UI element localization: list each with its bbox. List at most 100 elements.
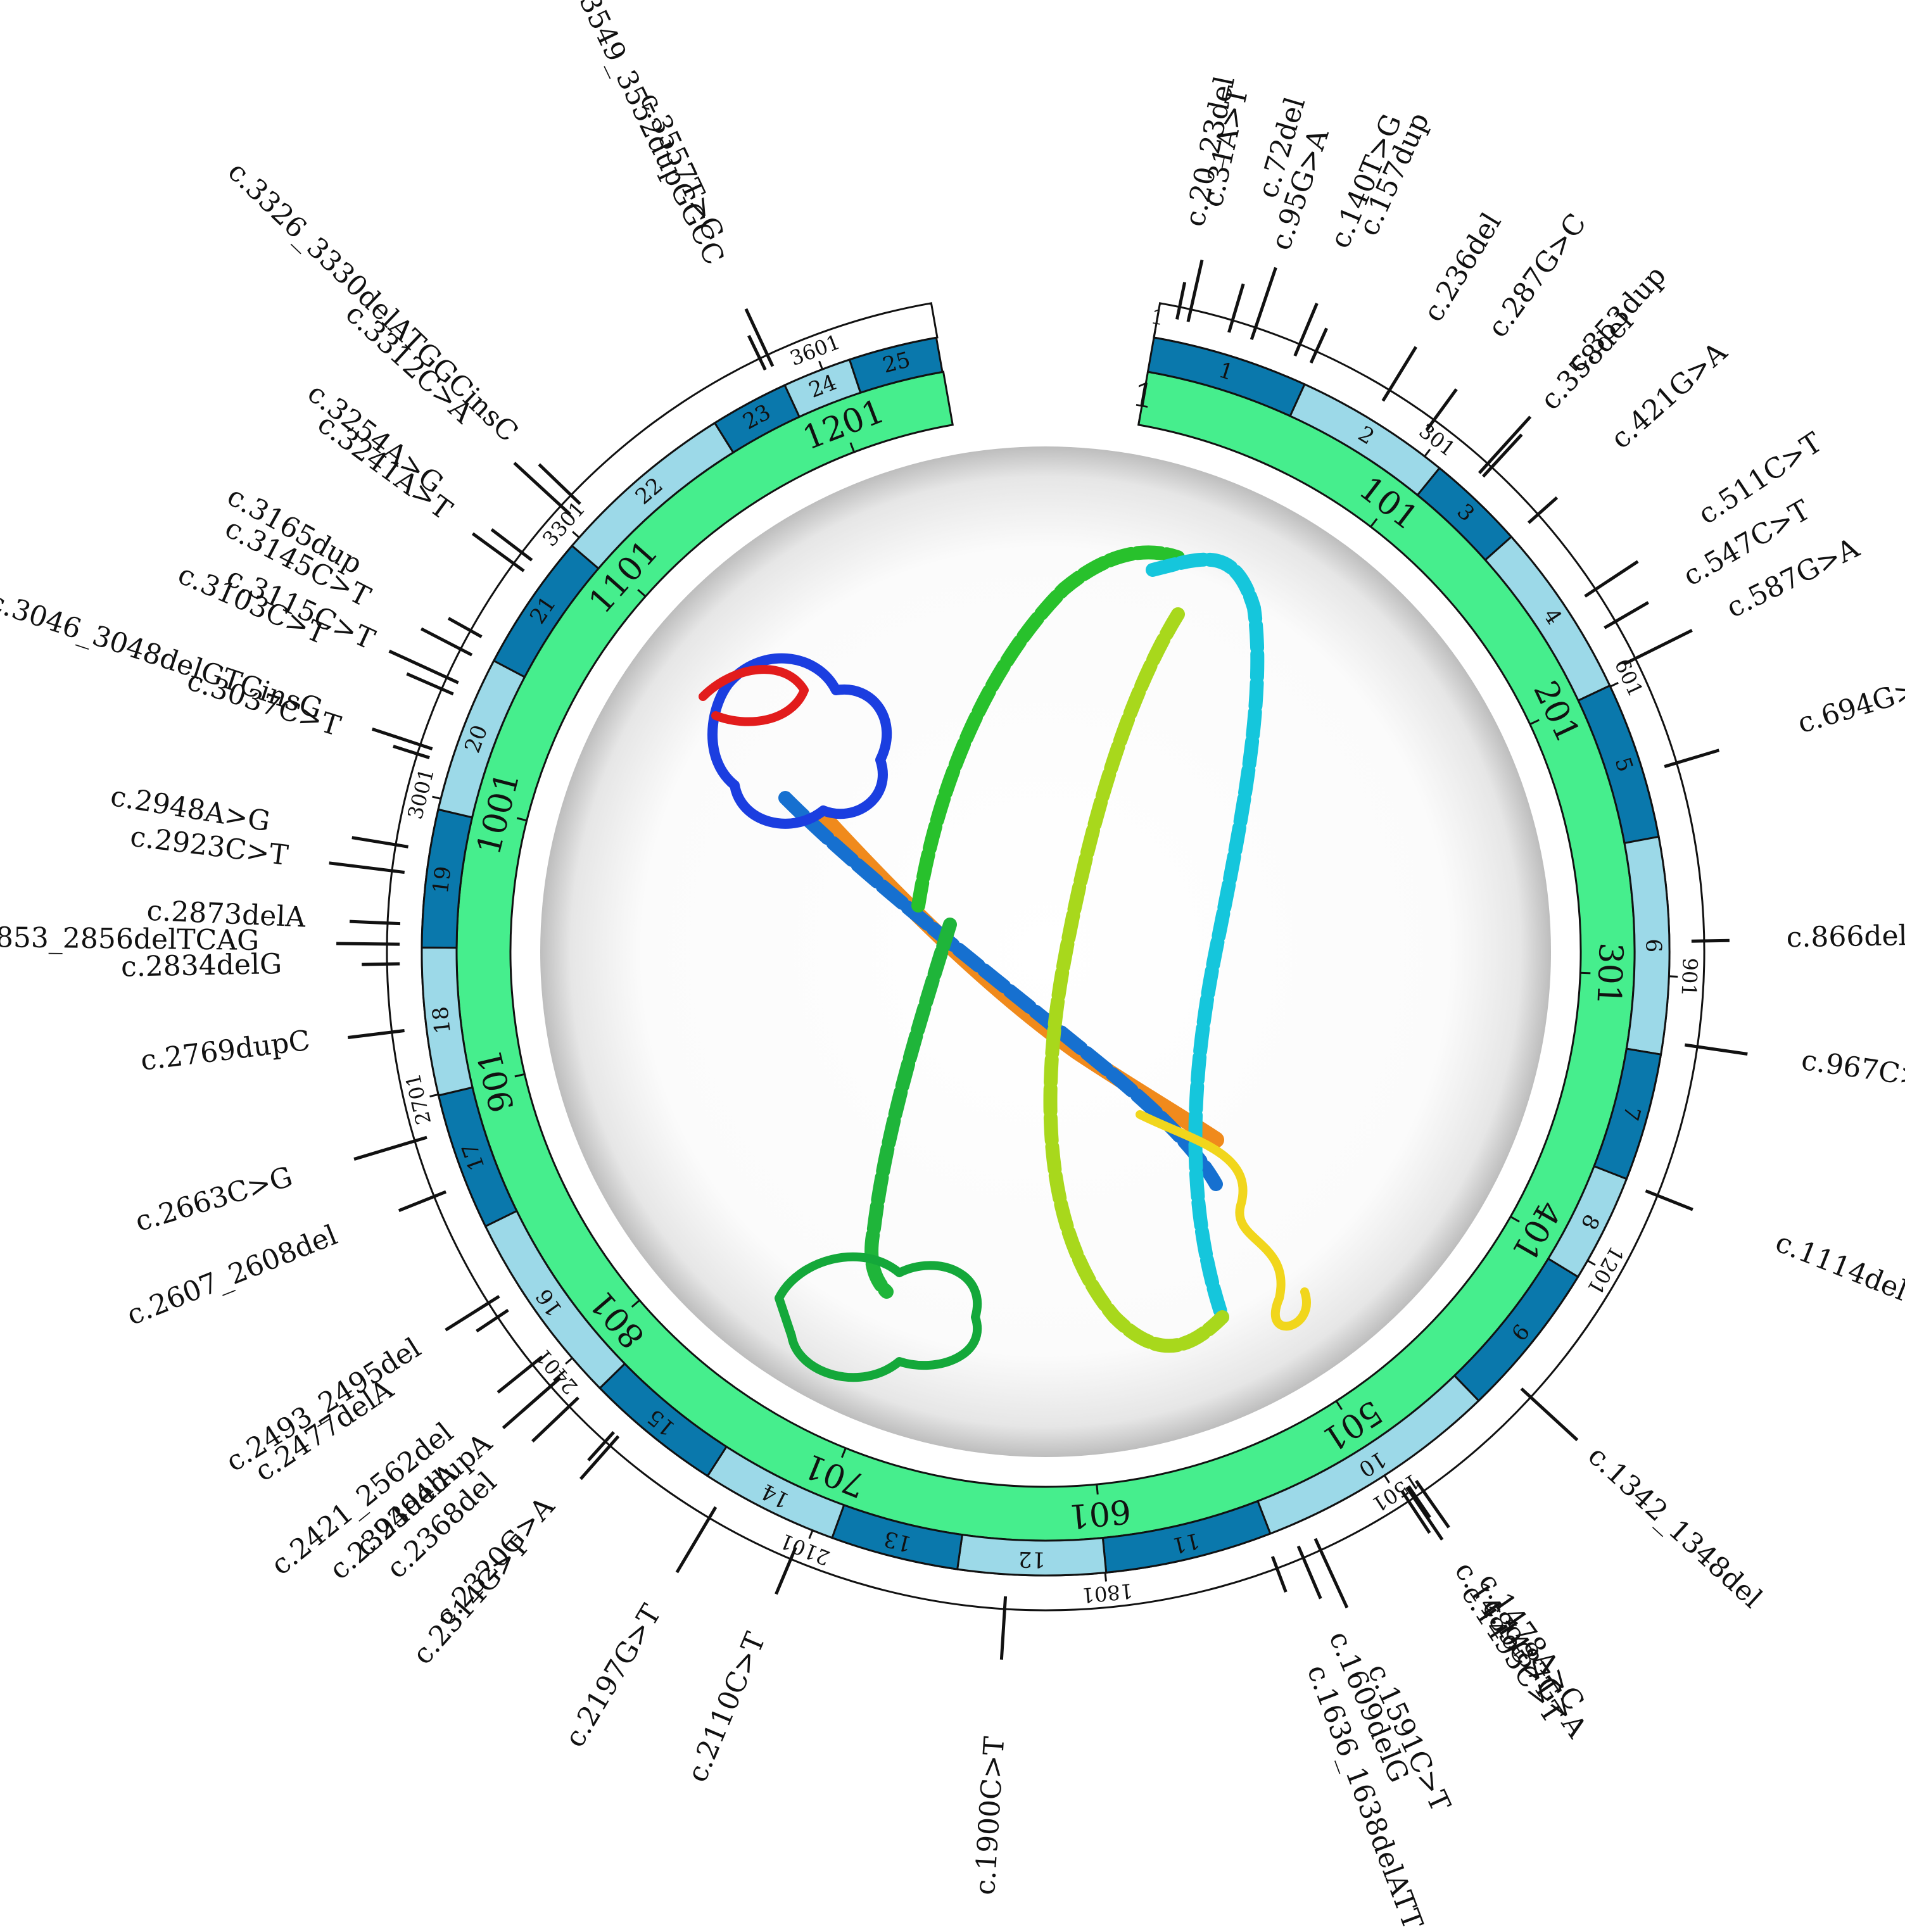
mutation-marker (353, 1135, 427, 1161)
mutation-marker (347, 1029, 405, 1039)
mutation-label: c.3326_3330delATGGCinsC (222, 155, 524, 448)
mutation-marker (1623, 629, 1693, 666)
mutation-marker (1186, 260, 1204, 322)
mutation-marker (1270, 1556, 1288, 1593)
cds-tick (1424, 448, 1431, 457)
mutation-marker (1520, 1387, 1579, 1441)
domain-yellow (1136, 1110, 1311, 1331)
mutation-marker (579, 1435, 620, 1481)
aa-tick (1529, 719, 1540, 726)
mutation-marker (490, 528, 533, 562)
mutation-label: c.1342_1348del (1581, 1439, 1768, 1614)
mutation-marker (587, 1430, 615, 1462)
exon-label: 18 (427, 1005, 456, 1035)
aa-tick-label: 301 (1589, 942, 1630, 1006)
mutation-label: c.2873delA (146, 895, 307, 934)
protein-cartoon-image (699, 545, 1311, 1382)
mutation-marker (1227, 283, 1245, 333)
mutation-marker (1296, 1545, 1322, 1600)
mutation-marker (351, 836, 408, 849)
mutation-label: c.2197G>T (559, 1599, 668, 1753)
mutation-marker (1309, 327, 1328, 364)
aa-tick (840, 1448, 847, 1458)
cds-tick-label: 1801 (1080, 1579, 1134, 1608)
mutation-marker (1684, 1043, 1748, 1056)
mutation-marker (1425, 388, 1458, 431)
mutation-label: c.358del (1534, 305, 1640, 416)
cds-tick (1609, 681, 1619, 688)
center-disc (540, 446, 1551, 1457)
mutation-marker (371, 727, 433, 750)
aa-tick (1096, 1484, 1099, 1495)
helix-yellowgreen (1043, 607, 1229, 1353)
mutation-marker (675, 1506, 718, 1574)
mutation-marker (420, 627, 473, 657)
mutation-marker (502, 1377, 562, 1430)
mutation-label: c.2110C>T (681, 1628, 772, 1787)
mutation-marker (999, 1596, 1008, 1660)
mutation-marker (1604, 601, 1649, 629)
mutation-marker (1664, 748, 1720, 768)
mutation-marker (747, 334, 767, 371)
cds-tick (429, 1093, 439, 1098)
helix-green-left (911, 545, 1185, 912)
mutation-marker (445, 1294, 500, 1332)
mutation-marker (1415, 1480, 1450, 1529)
mutation-marker (329, 861, 405, 874)
aa-tick-label: 601 (1066, 1491, 1133, 1535)
mutation-marker (447, 617, 483, 638)
cds-tick (1587, 1260, 1596, 1266)
mutation-marker (497, 1355, 543, 1394)
aa-tick (1370, 518, 1378, 527)
cds-tick (1104, 1572, 1107, 1582)
mutation-marker (398, 1190, 446, 1213)
mutation-label: c.1114delG (1771, 1226, 1905, 1315)
rings-layer (329, 260, 1748, 1660)
cds-tick-label: 901 (1677, 957, 1702, 997)
mutation-marker (513, 462, 572, 516)
domain-green (775, 1252, 982, 1382)
mutation-marker (1478, 415, 1532, 474)
cds-tick (808, 1530, 814, 1539)
cds-tick (1669, 975, 1678, 978)
mutation-label: c.2834delG (121, 948, 282, 983)
mutation-marker (538, 463, 581, 505)
cds-tick (572, 531, 580, 538)
helix-green-lower (864, 918, 957, 1299)
domain-top (707, 653, 892, 829)
aa-tick (1335, 1400, 1343, 1410)
mutation-label: c.967C>T (1799, 1044, 1905, 1097)
mutation-marker (393, 745, 430, 759)
mutation-marker (1405, 1486, 1444, 1541)
mutation-marker (531, 1396, 579, 1443)
exon-label: 12 (1018, 1546, 1046, 1572)
cds-tick (565, 1357, 573, 1365)
mutation-marker (1407, 1485, 1431, 1518)
mutation-marker (1313, 1537, 1349, 1608)
mutation-marker (349, 919, 401, 926)
mutation-marker (388, 649, 459, 685)
mutation-marker (1645, 1189, 1693, 1211)
aa-tick (631, 1299, 640, 1308)
mutation-marker (471, 532, 525, 572)
cds-tick (432, 795, 441, 800)
mutation-label: c.1900C>T (969, 1736, 1011, 1896)
mutation-marker (1293, 303, 1319, 357)
aa-tick (1510, 1216, 1520, 1223)
mutation-label: c.421G>A (1605, 336, 1734, 455)
mutation-marker (1527, 496, 1559, 524)
aa-tick (1137, 414, 1141, 426)
cds-tick (818, 360, 823, 370)
cds-tick (1383, 1475, 1390, 1484)
mutation-marker (476, 1308, 509, 1333)
mutation-marker (406, 672, 454, 696)
mutation-label: c.2607_2608del (122, 1219, 342, 1332)
exon-segment (848, 336, 944, 395)
aa-tick (516, 817, 528, 822)
aa-tick (849, 442, 856, 453)
mutation-label: c.2769dupC (139, 1025, 312, 1077)
exon-label: 19 (428, 865, 457, 895)
cds-tick (1153, 328, 1156, 338)
aa-tick (514, 1073, 525, 1078)
